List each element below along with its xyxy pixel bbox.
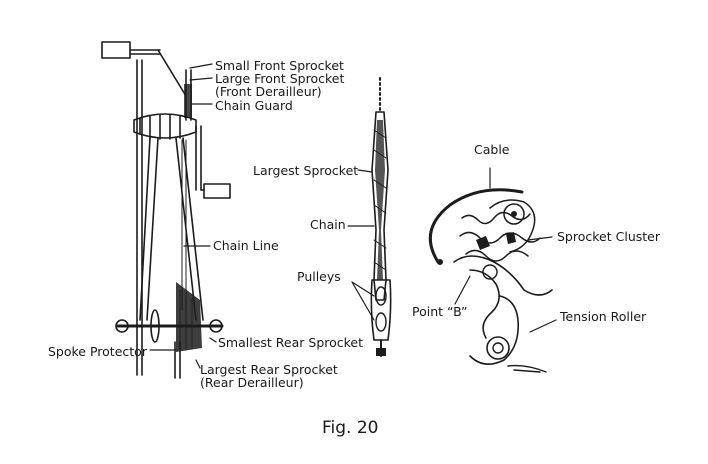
right-leaders: [454, 236, 557, 333]
label-tension-roller: Tension Roller: [559, 309, 647, 324]
label-spoke-protector: Spoke Protector: [48, 344, 148, 359]
label-largest-rear-sprocket: Largest Rear Sprocket: [200, 362, 338, 377]
rear-sprocket-stack: [176, 282, 202, 352]
label-chain-guard: Chain Guard: [215, 98, 293, 113]
label-cable: Cable: [474, 142, 510, 157]
left-leaders: [149, 63, 217, 369]
label-large-front-sprocket: Large Front Sprocket: [215, 71, 344, 86]
label-point-b: Point “B”: [412, 304, 467, 319]
label-chain: Chain: [310, 217, 346, 232]
label-small-front-sprocket: Small Front Sprocket: [215, 58, 344, 73]
figure-caption: Fig. 20: [322, 418, 379, 438]
label-chain-line: Chain Line: [213, 238, 279, 253]
label-front-derailleur: (Front Derailleur): [215, 84, 322, 99]
frame-drawing: [101, 41, 231, 379]
label-smallest-rear-sprocket: Smallest Rear Sprocket: [218, 335, 363, 350]
middle-leaders: [347, 169, 375, 321]
rear-derailleur-drawing: [428, 167, 553, 373]
label-sprocket-cluster: Sprocket Cluster: [557, 229, 661, 244]
label-rear-derailleur: (Rear Derailleur): [200, 375, 304, 390]
chain-drawing: [370, 77, 392, 357]
front-derailleur-mark: [184, 84, 192, 118]
label-pulleys: Pulleys: [297, 269, 341, 284]
label-largest-sprocket: Largest Sprocket: [253, 163, 358, 178]
